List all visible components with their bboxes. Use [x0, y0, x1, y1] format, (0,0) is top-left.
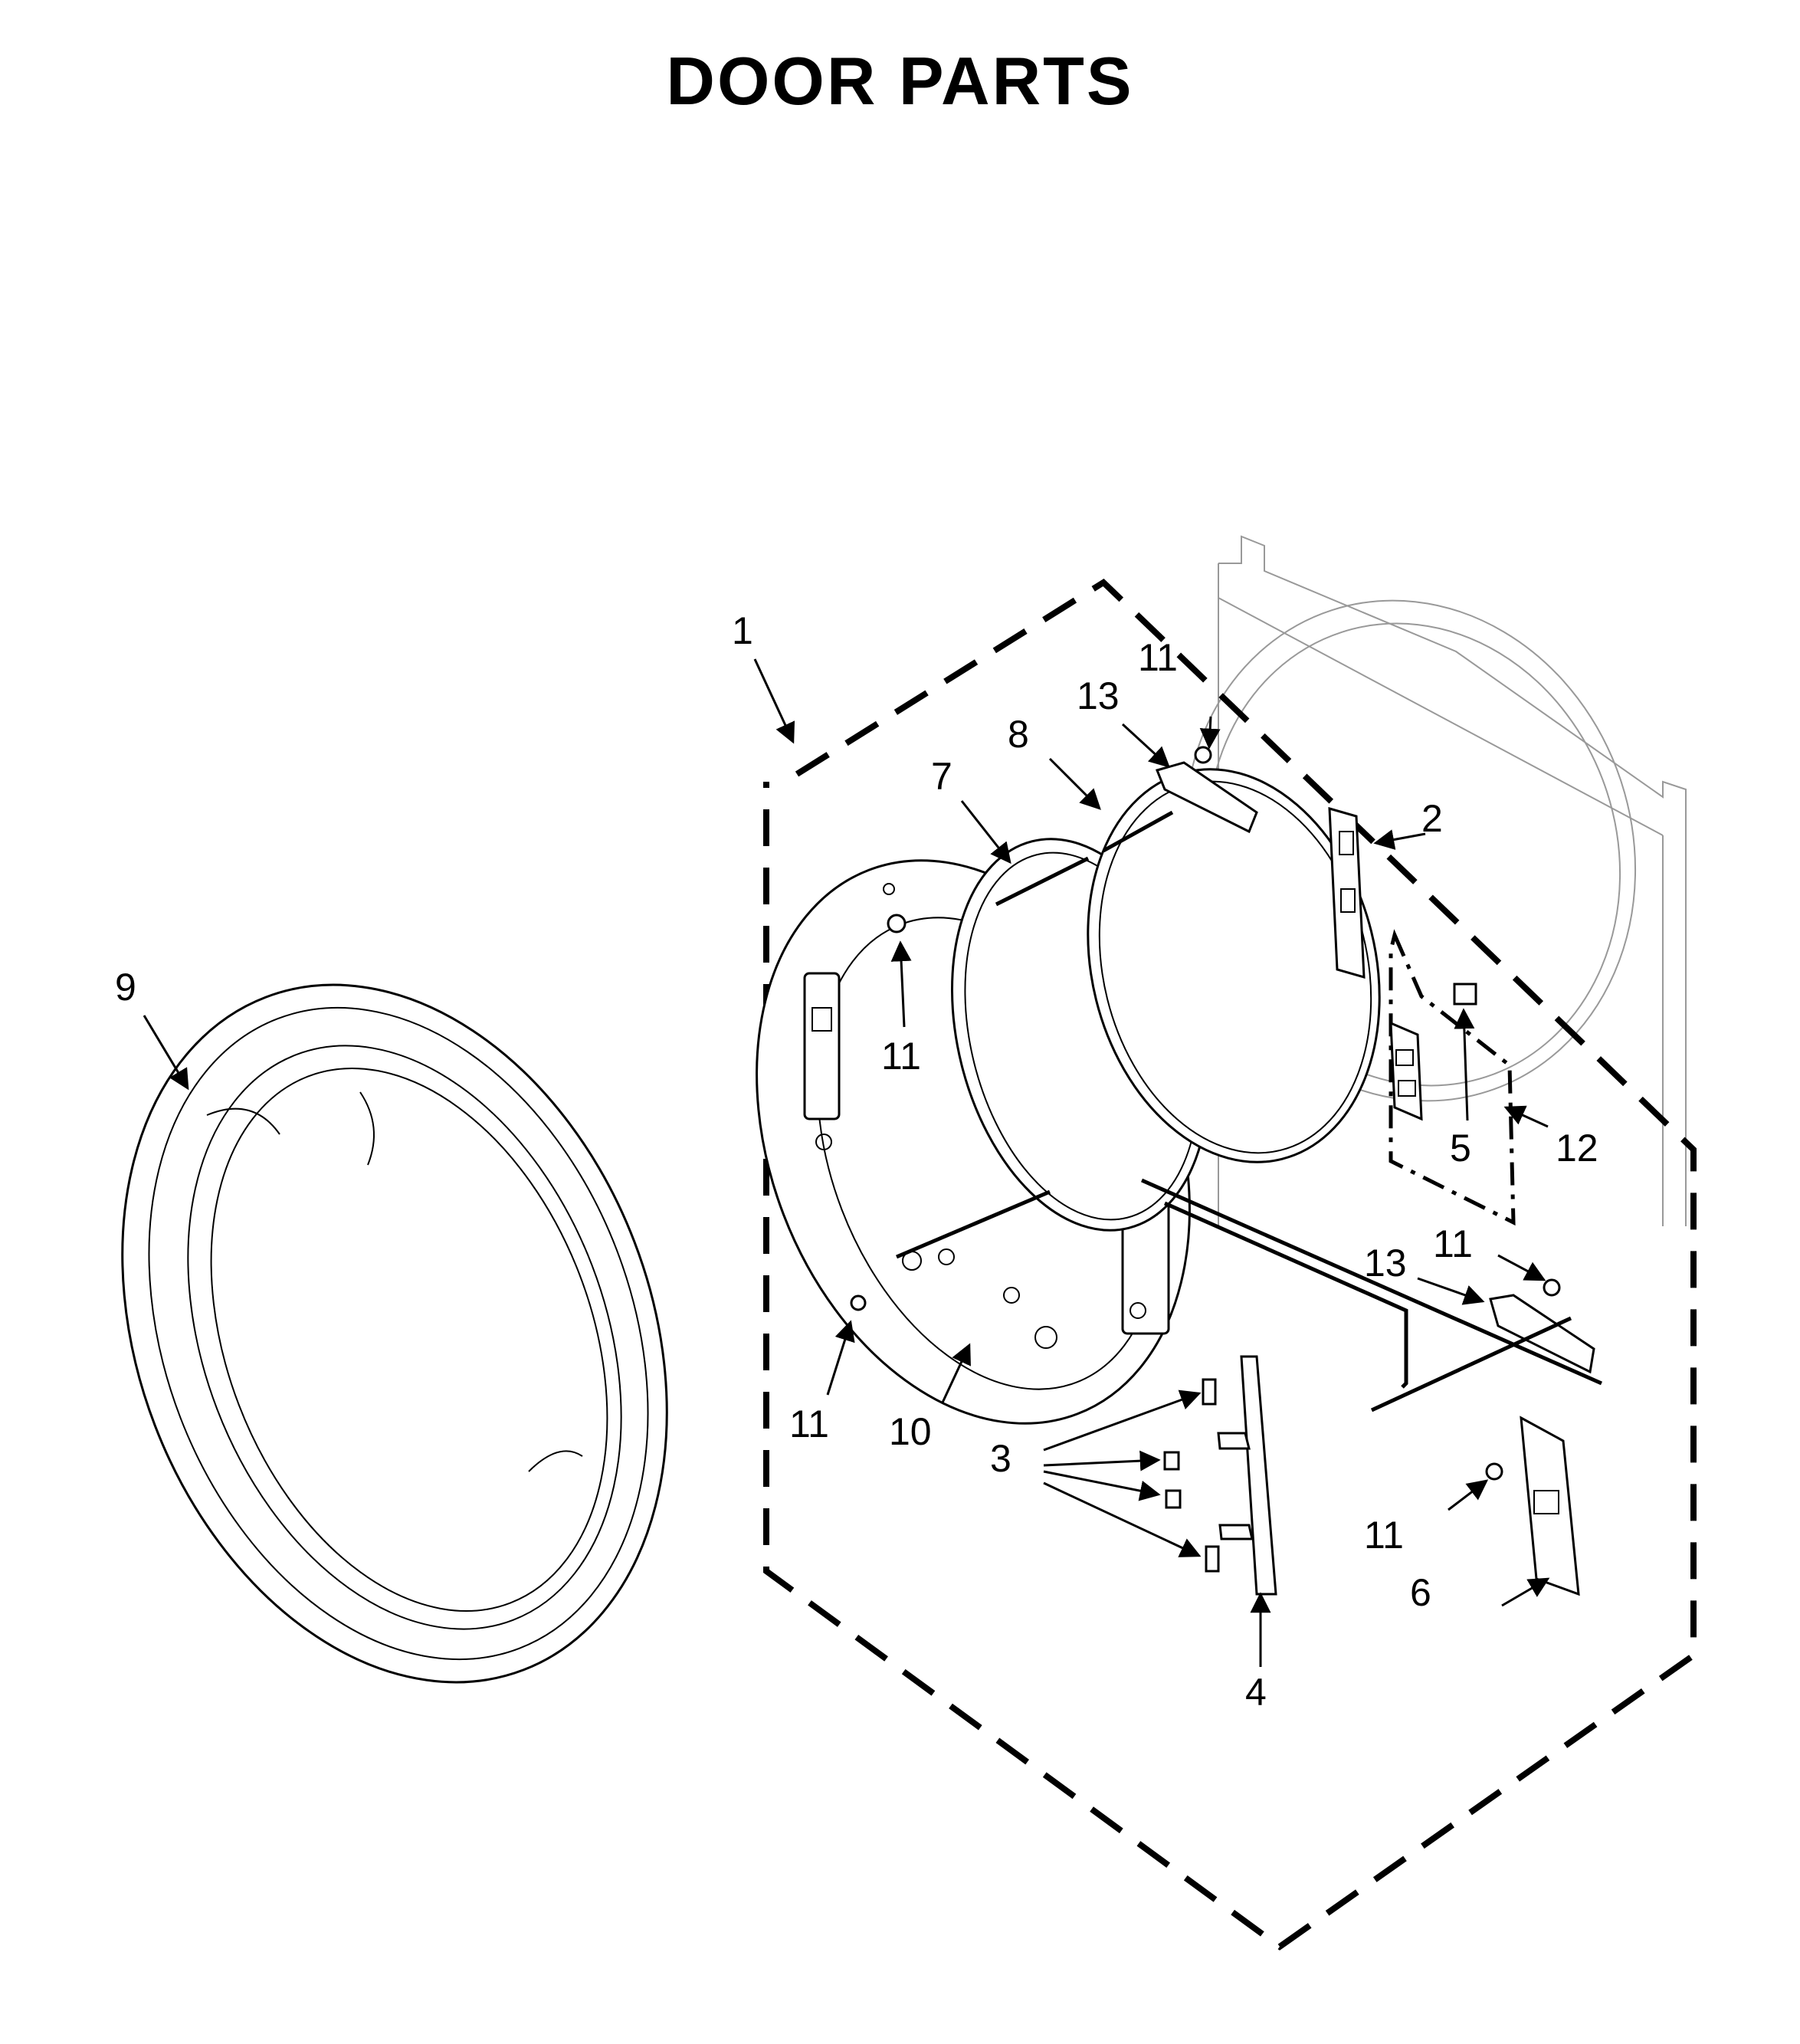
callout-11-frame: 11 — [881, 1035, 921, 1078]
callout-10: 10 — [889, 1410, 932, 1453]
callout-1: 1 — [732, 609, 753, 652]
door-strike — [1328, 806, 1366, 979]
cabinet-front-panel — [1183, 535, 1687, 1226]
callout-2: 2 — [1421, 797, 1443, 840]
callout-11-top: 11 — [1138, 636, 1178, 679]
callout-9: 9 — [115, 966, 136, 1009]
callout-3: 3 — [990, 1437, 1011, 1480]
outer-door-ring — [121, 983, 668, 1684]
latch-switch — [1453, 983, 1477, 1006]
door-hinge — [1217, 1355, 1277, 1596]
page-title: DOOR PARTS — [666, 43, 1134, 119]
latch-bracket — [1389, 1021, 1423, 1121]
callout-5: 5 — [1450, 1127, 1471, 1170]
callout-13-top: 13 — [1077, 674, 1120, 717]
callout-4: 4 — [1245, 1671, 1267, 1714]
hinge-cover-plate — [1520, 1416, 1580, 1596]
callout-11-hinge: 11 — [1433, 1222, 1473, 1265]
hinge-pins — [1163, 1378, 1220, 1573]
upper-hinge-bracket — [1155, 761, 1258, 834]
callout-6: 6 — [1410, 1571, 1431, 1614]
callout-12: 12 — [1556, 1127, 1598, 1170]
callout-11-bottom-left: 11 — [789, 1403, 829, 1445]
callout-7: 7 — [931, 755, 952, 798]
screw-icons — [850, 746, 1561, 1481]
callout-13-bottom: 13 — [1364, 1242, 1407, 1284]
latch-kit-boundary — [1389, 929, 1516, 1226]
callout-leaders — [143, 658, 1550, 1667]
callout-11-cover: 11 — [1364, 1514, 1404, 1557]
wire-harness — [896, 810, 1603, 1412]
callout-8: 8 — [1008, 713, 1029, 756]
door-assembly-boundary — [763, 578, 1697, 1950]
